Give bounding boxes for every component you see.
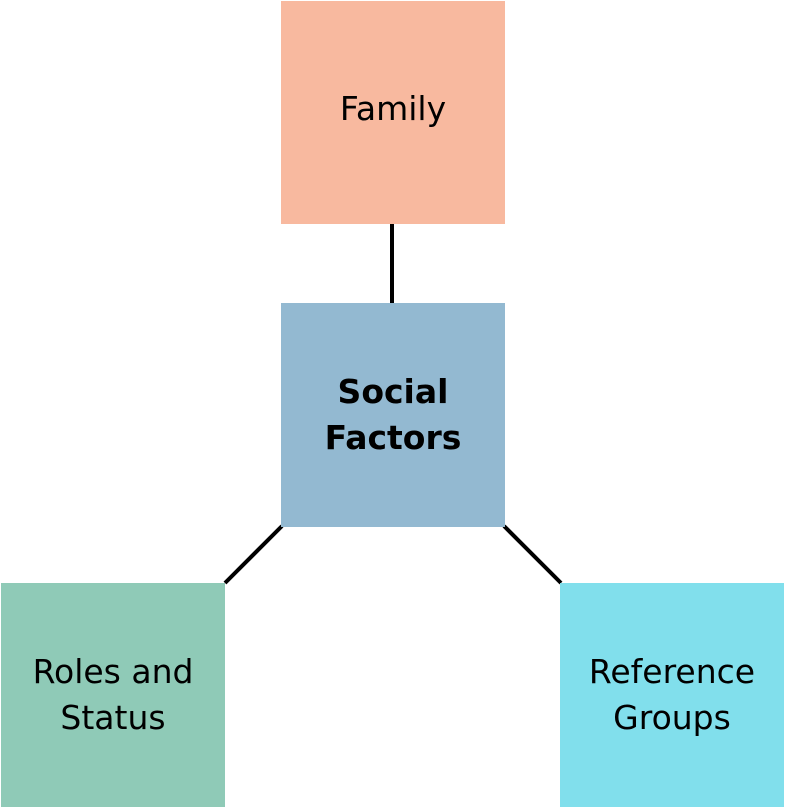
- node-roles-and-status-label: Roles and Status: [32, 652, 194, 737]
- node-reference-groups-label: Reference Groups: [588, 652, 756, 737]
- node-family: Family: [281, 1, 505, 224]
- node-social-factors-label: Social Factors: [324, 372, 462, 457]
- node-reference-groups: Reference Groups: [560, 583, 784, 807]
- node-family-label: Family: [339, 88, 447, 128]
- edge-social-roles: [223, 524, 284, 585]
- edge-social-reference: [502, 524, 563, 585]
- node-roles-and-status: Roles and Status: [1, 583, 225, 807]
- node-social-factors: Social Factors: [281, 303, 505, 527]
